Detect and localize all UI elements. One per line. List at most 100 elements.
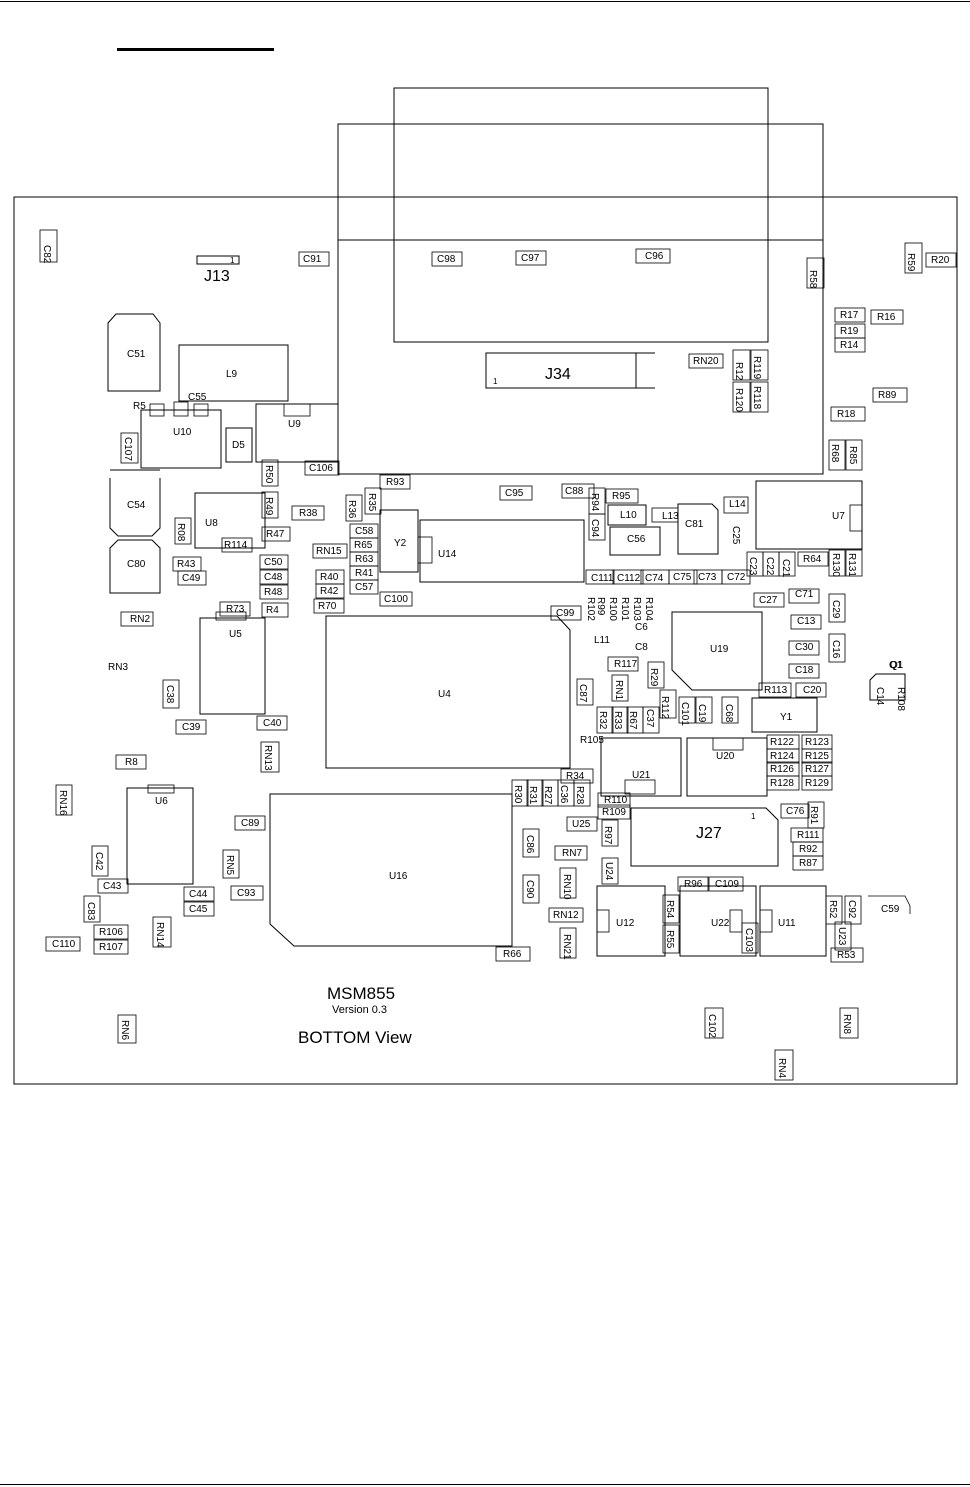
component-outline xyxy=(576,678,594,706)
ref-r28: R28 xyxy=(574,786,585,805)
ref-rn15: RN15 xyxy=(316,546,342,557)
component-outline xyxy=(259,569,289,585)
component-outline xyxy=(313,598,345,614)
component-outline xyxy=(548,907,584,923)
ref-c91: C91 xyxy=(303,254,322,265)
ref-r110: R110 xyxy=(604,795,628,806)
component-outline xyxy=(780,803,810,819)
component-outline xyxy=(260,741,280,773)
ref-r38: R38 xyxy=(299,508,318,519)
heading-underline xyxy=(117,48,274,51)
component-outline xyxy=(801,748,833,764)
u8-label: U8 xyxy=(205,518,218,529)
ref-r8: R8 xyxy=(125,757,138,768)
ref-c68: C68 xyxy=(723,704,734,723)
component-outline xyxy=(662,924,680,954)
ref-c6: C6 xyxy=(635,622,648,633)
component-outline xyxy=(790,614,822,630)
u4-label: U4 xyxy=(438,689,451,700)
u9-ic xyxy=(255,403,339,463)
ref-rn10: RN10 xyxy=(561,874,572,900)
ref-r42: R42 xyxy=(320,586,339,597)
board-version: Version 0.3 xyxy=(332,1004,387,1016)
component-outline xyxy=(845,439,863,471)
ref-r66: R66 xyxy=(503,949,522,960)
ref-c25: C25 xyxy=(730,526,741,545)
ref-c55: C55 xyxy=(188,392,207,403)
component-outline xyxy=(741,922,759,954)
ref-c71: C71 xyxy=(795,589,814,600)
component-outline xyxy=(174,517,192,545)
component-outline xyxy=(642,706,660,734)
component-outline xyxy=(830,406,866,422)
l10-inductor xyxy=(607,504,647,526)
u9-label: U9 xyxy=(288,419,301,430)
u20-label: U20 xyxy=(716,751,735,762)
y2-crystal xyxy=(379,509,419,573)
component-outline xyxy=(925,252,957,268)
ref-rn13: RN13 xyxy=(262,745,273,771)
component-outline xyxy=(304,460,340,476)
ref-r120: R120 xyxy=(733,388,744,412)
page-top-rule xyxy=(0,1,970,2)
u5-label: U5 xyxy=(229,629,242,640)
u7-ic xyxy=(755,480,863,550)
ref-r95: R95 xyxy=(612,491,631,502)
ref-rn7: RN7 xyxy=(562,848,582,859)
ref-r87: R87 xyxy=(799,858,818,869)
ref-rn16: RN16 xyxy=(57,790,68,816)
ref-c27: C27 xyxy=(759,595,778,606)
u11-label: U11 xyxy=(778,918,796,929)
ref-r4: R4 xyxy=(266,605,279,616)
ref-r107: R107 xyxy=(99,942,123,953)
component-outline xyxy=(766,748,800,764)
ref-c86: C86 xyxy=(524,835,535,854)
component-outline xyxy=(678,696,696,724)
component-outline xyxy=(607,656,639,672)
ref-r34: R34 xyxy=(566,771,585,782)
small-component-outlines xyxy=(39,229,957,1081)
ref-r29: R29 xyxy=(648,668,659,687)
ref-r30: R30 xyxy=(512,785,523,804)
ref-c109: C109 xyxy=(715,879,739,890)
ref-r49: R49 xyxy=(263,497,274,516)
ref-r16: R16 xyxy=(877,312,896,323)
component-outline xyxy=(795,682,827,698)
component-outline xyxy=(708,876,744,892)
component-outline xyxy=(688,353,724,369)
component-outline xyxy=(117,1014,137,1044)
component-outline xyxy=(256,715,288,731)
ref-r70: R70 xyxy=(318,601,337,612)
u8-ic xyxy=(194,492,266,549)
ref-c29: C29 xyxy=(830,600,841,619)
ref-r124: R124 xyxy=(770,751,794,762)
ref-r112: R112 xyxy=(659,696,670,720)
component-outline xyxy=(345,494,363,522)
component-outline xyxy=(522,874,540,904)
ref-r59: R59 xyxy=(905,253,916,272)
ref-c99: C99 xyxy=(556,608,575,619)
u5-ic xyxy=(199,617,266,715)
ref-c92: C92 xyxy=(846,900,857,919)
j27-label: J27 xyxy=(696,825,722,842)
ref-c94: C94 xyxy=(589,519,600,538)
component-outline xyxy=(93,939,129,955)
ref-c39: C39 xyxy=(182,722,201,733)
component-outline xyxy=(511,779,529,807)
ref-c89: C89 xyxy=(241,818,260,829)
ref-r53: R53 xyxy=(837,950,856,961)
ref-c106: C106 xyxy=(309,463,333,474)
component-outline xyxy=(560,768,594,784)
ref-c16: C16 xyxy=(830,640,841,659)
ref-r114: R114 xyxy=(224,540,248,551)
component-outline xyxy=(315,583,345,599)
component-outline xyxy=(588,513,606,541)
c51-label: C51 xyxy=(127,349,146,360)
connector-housing-outer xyxy=(337,123,824,475)
ref-c14: C14 xyxy=(874,687,885,706)
component-outline xyxy=(261,459,279,487)
ref-c57: C57 xyxy=(355,582,374,593)
component-outline xyxy=(788,663,820,679)
u7-label: U7 xyxy=(832,511,845,522)
component-outline xyxy=(83,895,101,923)
